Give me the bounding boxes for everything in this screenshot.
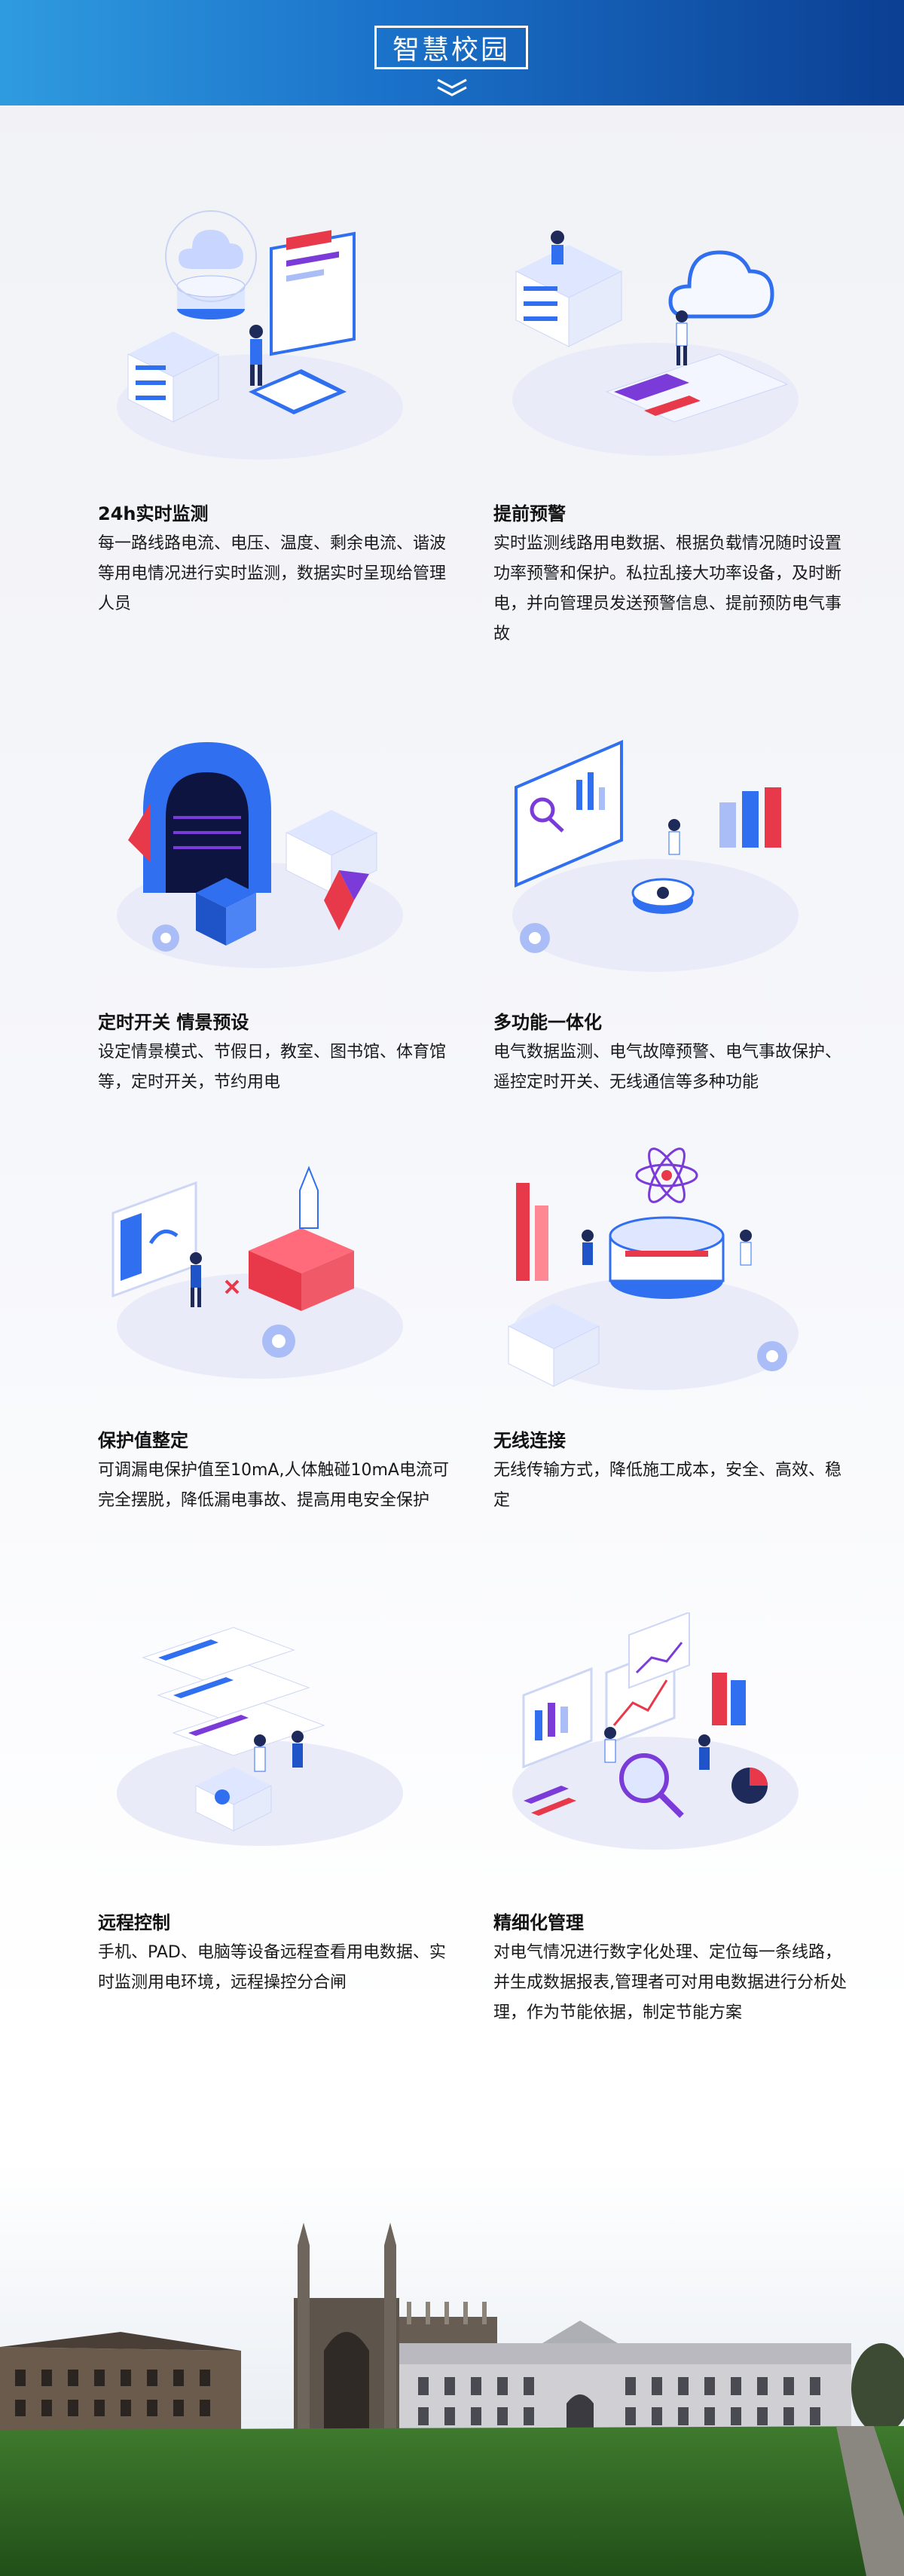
- feature-title: 无线连接: [493, 1430, 566, 1451]
- feature-title: 远程控制: [98, 1912, 170, 1933]
- protection-illustration: [111, 1166, 403, 1379]
- management-illustration: [512, 1612, 799, 1850]
- feature-title: 精细化管理: [493, 1912, 584, 1933]
- chevron-down-icon: [437, 78, 467, 96]
- feature-description: 对电气情况进行数字化处理、定位每一条线路，并生成数据报表,管理者可对用电数据进行…: [493, 1943, 847, 2022]
- feature-title: 保护值整定: [98, 1430, 188, 1451]
- monitoring-illustration: [117, 210, 403, 460]
- feature-title: 多功能一体化: [493, 1012, 602, 1033]
- feature-description: 电气数据监测、电气故障预警、电气事故保护、遥控定时开关、无线通信等多种功能: [493, 1043, 842, 1092]
- header-banner: 智慧校园: [0, 0, 904, 105]
- feature-title: 24h实时监测: [98, 503, 209, 524]
- feature-title: 定时开关 情景预设: [98, 1012, 249, 1033]
- timer-illustration: [117, 742, 403, 968]
- feature-description: 手机、PAD、电脑等设备远程查看用电数据、实时监测用电环境，远程操控分合闸: [98, 1943, 446, 1992]
- remote-illustration: [117, 1627, 403, 1846]
- wireless-illustration: [508, 1147, 799, 1390]
- warning-illustration: [512, 231, 799, 456]
- feature-description: 每一路线路电流、电压、温度、剩余电流、谐波等用电情况进行实时监测，数据实时呈现给…: [98, 534, 447, 613]
- multifunction-illustration: [512, 739, 799, 972]
- feature-description: 可调漏电保护值至10mA,人体触碰10mA电流可完全摆脱，降低漏电事故、提高用电…: [98, 1461, 449, 1510]
- feature-title: 提前预警: [493, 503, 566, 524]
- campus-photo: [0, 2162, 904, 2576]
- feature-description: 无线传输方式，降低施工成本，安全、高效、稳定: [493, 1461, 842, 1510]
- feature-description: 设定情景模式、节假日，教室、图书馆、体育馆等，定时开关，节约用电: [98, 1043, 447, 1092]
- page-title: 智慧校园: [374, 26, 528, 69]
- feature-description: 实时监测线路用电数据、根据负载情况随时设置功率预警和保护。私拉乱接大功率设备，及…: [493, 534, 842, 643]
